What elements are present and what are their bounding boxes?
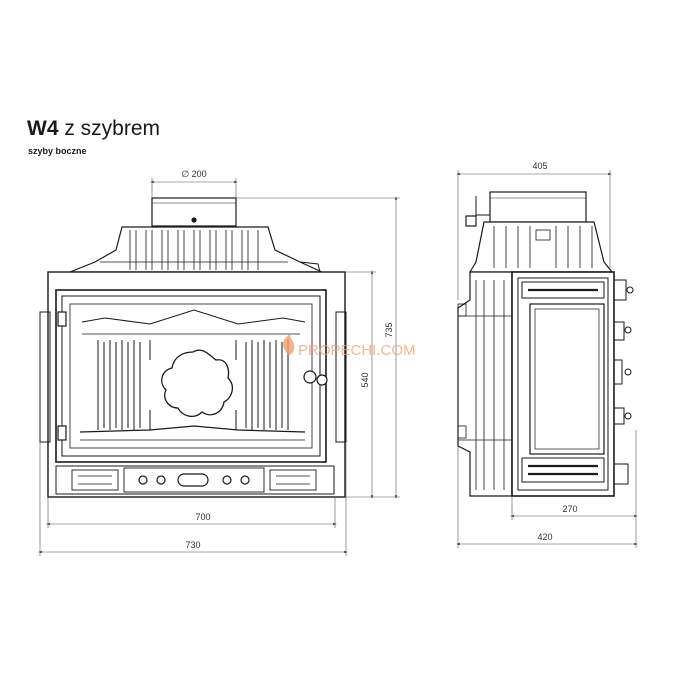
- model-variant: z szybrem: [64, 117, 161, 140]
- front-hood: [69, 226, 323, 273]
- watermark-text: PROPECHI.COM: [298, 342, 416, 359]
- dim-side-depth-base: 420: [537, 532, 552, 542]
- page-title: W4 z szybrem: [27, 116, 160, 142]
- dim-front-width-inner: 700: [195, 512, 210, 522]
- side-view: [457, 191, 634, 497]
- watermark: PROPECHI.COM: [283, 334, 416, 359]
- dim-side-depth-top: 405: [532, 161, 547, 171]
- dim-flue-diameter: ∅ 200: [181, 169, 206, 179]
- dim-front-height: 540: [360, 372, 370, 387]
- front-door: [55, 289, 327, 463]
- flame-icon: [283, 334, 295, 355]
- dim-front-width-outer: 730: [185, 540, 200, 550]
- model-name: W4: [27, 117, 59, 140]
- dim-side-depth-door: 270: [562, 504, 577, 514]
- front-view: [39, 197, 347, 498]
- page-subtitle: szyby boczne: [28, 146, 87, 156]
- dim-total-height: 735: [384, 322, 394, 337]
- front-body: [47, 271, 346, 498]
- dimension-lines: [38, 170, 638, 556]
